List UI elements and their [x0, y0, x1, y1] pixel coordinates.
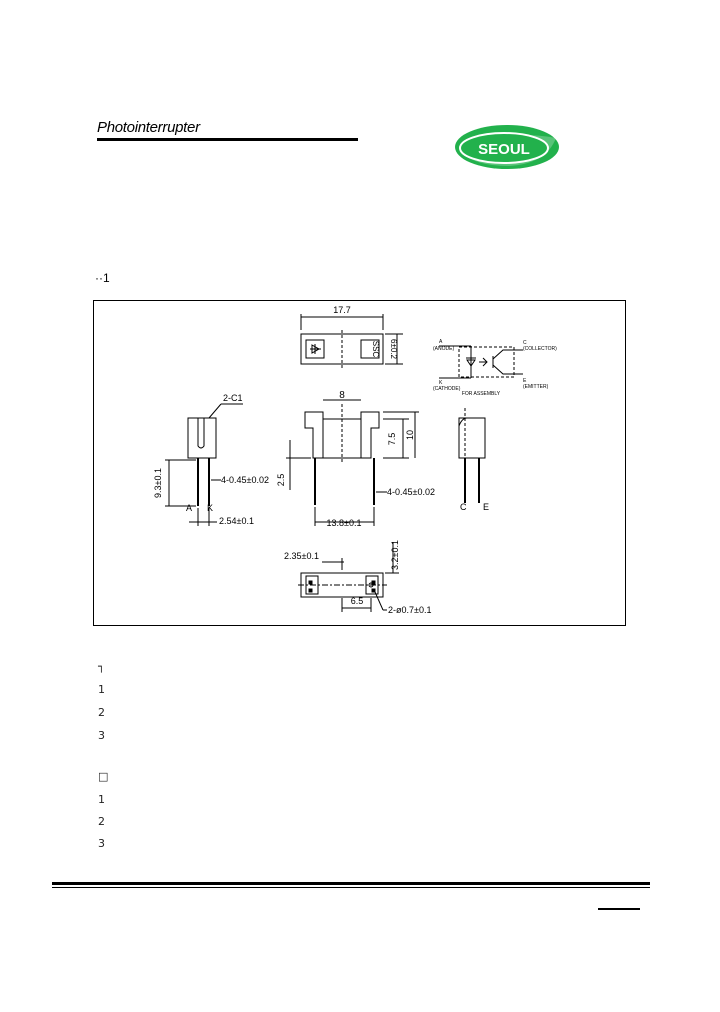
schematic-c: C	[523, 340, 527, 346]
dim-chamfer: 2-C1	[223, 393, 243, 403]
detector-window	[360, 339, 380, 359]
dim-hole-spacing: 6.5	[351, 596, 364, 606]
list-marker: 1	[98, 683, 105, 696]
led-symbol	[466, 357, 476, 367]
left-slot	[197, 418, 205, 449]
front-view: 8 7.5 10 2.5 4-0.45±0.02 13.8±0.1	[276, 390, 435, 528]
diode-symbol	[310, 344, 321, 354]
dim-base-width: 13.8±0.1	[327, 518, 362, 528]
list-marker: 2	[98, 706, 105, 719]
list-marker: □	[98, 770, 109, 783]
pin-c-label: C	[460, 502, 467, 512]
dim-width-top: 17.7	[333, 305, 351, 315]
dim-width-8: 8	[339, 390, 345, 401]
schematic-c-note: (COLLECTOR)	[523, 346, 557, 352]
light-arrow	[479, 357, 488, 367]
title-underline	[97, 138, 358, 141]
dim-bottom-height: 3.2±0.1	[390, 540, 400, 570]
list-marker: 1	[98, 793, 105, 806]
hole-3	[371, 580, 376, 585]
schematic-a: A	[439, 339, 443, 345]
footer-rule-thin	[52, 887, 650, 888]
circuit-schematic: A (ANODE) K (CATHODE) C (COLLECTOR) E (E…	[433, 339, 557, 397]
left-body	[187, 417, 217, 459]
schematic-e: E	[523, 378, 527, 384]
logo-inner-ellipse	[459, 132, 549, 164]
right-body	[458, 417, 486, 459]
pin-e-label: E	[483, 502, 489, 512]
logo-text: SEOUL	[478, 141, 530, 158]
hole-leader	[374, 591, 384, 611]
list-marker: ┐	[98, 660, 105, 673]
seoul-logo: SEOUL	[455, 125, 559, 169]
dim-lead-spec-left: 4-0.45±0.02	[221, 475, 269, 485]
list-marker: 2	[98, 815, 105, 828]
list-marker: 3	[98, 729, 105, 742]
right-chamfer	[458, 417, 468, 427]
emitter-window	[305, 339, 325, 359]
list-marker: 3	[98, 837, 105, 850]
bottom-view: 2.35±0.1 3.2±0.1 6.5 2-ø0.7±0.1	[284, 540, 431, 615]
top-view: SSC 17.7 6±0.2	[300, 305, 403, 368]
dim-lead-spec-center: 4-0.45±0.02	[387, 487, 435, 497]
document-title: Photointerrupter	[97, 119, 200, 136]
dim-holes: 2-ø0.7±0.1	[388, 605, 431, 615]
pin-a-label: A	[186, 503, 192, 513]
drawing-frame	[93, 300, 626, 626]
section-1-marker: ··1	[95, 271, 110, 285]
hole-4	[371, 588, 376, 593]
top-view-body	[300, 333, 384, 365]
dim-lead-25: 2.5	[276, 474, 286, 487]
hole-2	[308, 588, 313, 593]
dim-lead-length: 9.3±0.1	[153, 468, 163, 498]
mechanical-drawing: SSC 17.7 6±0.2 A (ANODE) K (CATHODE) C (…	[153, 305, 557, 615]
dim-hole-offset: 2.35±0.1	[284, 551, 319, 561]
schematic-e-note: (EMITTER)	[523, 384, 549, 390]
dim-pitch: 2.54±0.1	[219, 516, 254, 526]
chamfer-leader	[208, 403, 222, 419]
schematic-a-note: (ANODE)	[433, 346, 454, 352]
left-side-view: A K 2-C1 9.3±0.1 4-0.45±0.02 2.54±0.1	[153, 393, 269, 526]
marking-text: SSC	[371, 341, 380, 358]
pin-k-label: K	[207, 503, 213, 513]
schematic-outline	[458, 346, 515, 378]
schematic-k-note: (CATHODE)	[433, 386, 461, 392]
footer-rule	[52, 882, 650, 885]
right-side-view: C E	[458, 408, 489, 512]
footer-short-rule	[598, 908, 640, 910]
transistor-legs	[492, 349, 523, 375]
dim-height-75: 7.5	[387, 433, 397, 446]
dim-height-side: 6±0.2	[389, 339, 398, 360]
schematic-k: K	[439, 380, 443, 386]
schematic-caption: FOR ASSEMBLY	[462, 391, 501, 397]
dim-height-10: 10	[405, 430, 415, 440]
hole-1	[308, 580, 313, 585]
